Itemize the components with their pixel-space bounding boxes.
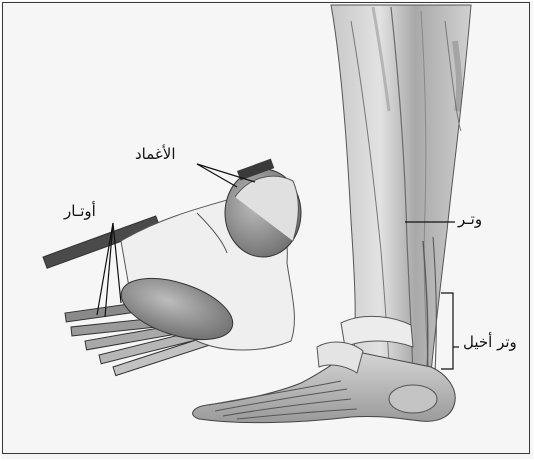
label-achilles-tendon: وتر أخيل bbox=[463, 335, 517, 350]
tendon-sheath-detail bbox=[43, 159, 301, 376]
label-sheaths: الأغماد bbox=[135, 147, 176, 162]
label-tendon: وتـر bbox=[458, 212, 482, 227]
label-tendons: أوتـار bbox=[64, 204, 96, 219]
lower-leg bbox=[331, 5, 471, 373]
